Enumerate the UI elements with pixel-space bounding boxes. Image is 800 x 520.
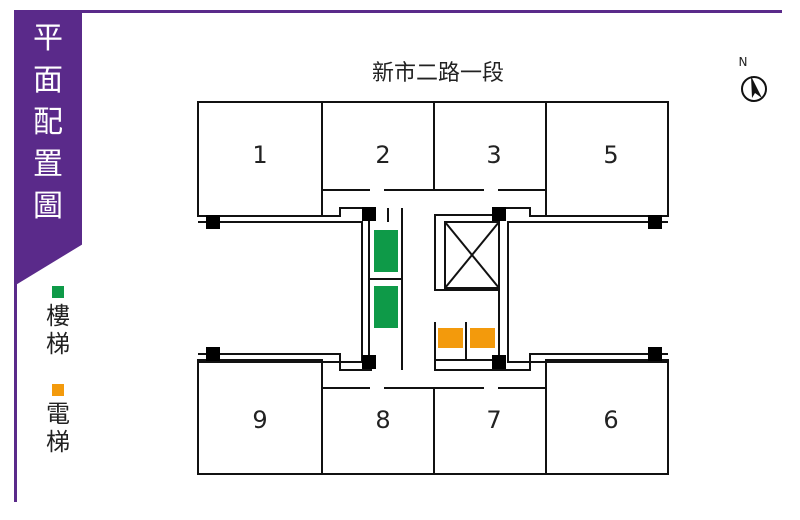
title-char: 置 (33, 147, 63, 182)
title-char: 配 (33, 105, 63, 140)
legend-label: 樓 (46, 302, 70, 330)
title-char: 圖 (33, 189, 63, 224)
page-title: 平 面 配 置 圖 (14, 18, 82, 228)
unit-label-7: 7 (486, 406, 501, 434)
legend-label: 電 (46, 400, 70, 428)
stairs-swatch (52, 286, 64, 298)
unit-label-6: 6 (603, 406, 618, 434)
unit-label-9: 9 (252, 406, 267, 434)
title-banner (14, 10, 82, 286)
stair-block (374, 286, 398, 328)
door-gaps (370, 186, 498, 392)
north-arrow-icon (751, 76, 762, 98)
elevator-swatch (52, 384, 64, 396)
walls (197, 101, 669, 475)
compass-label: N (739, 55, 748, 69)
unit-label-8: 8 (375, 406, 390, 434)
left-border (14, 270, 17, 502)
legend-label: 梯 (46, 428, 70, 456)
unit-6-room (545, 359, 669, 475)
elevator-block (438, 328, 463, 348)
title-char: 平 (33, 21, 63, 56)
compass-circle (741, 76, 767, 102)
legend-stairs: 樓 梯 (38, 286, 78, 358)
unit-label-1: 1 (252, 141, 267, 169)
stair-block (374, 230, 398, 272)
unit-label-2: 2 (375, 141, 390, 169)
elevator-block (470, 328, 495, 348)
unit-labels: 1 2 3 5 9 8 7 6 (252, 141, 618, 434)
title-char: 面 (33, 63, 63, 98)
legend-label: 梯 (46, 330, 70, 358)
unit-label-3: 3 (486, 141, 501, 169)
compass: N (739, 55, 767, 102)
legend-elevator: 電 梯 (38, 384, 78, 456)
columns (206, 207, 662, 369)
top-border (80, 10, 782, 13)
road-name: 新市二路一段 (372, 61, 504, 86)
unit-label-5: 5 (603, 141, 618, 169)
